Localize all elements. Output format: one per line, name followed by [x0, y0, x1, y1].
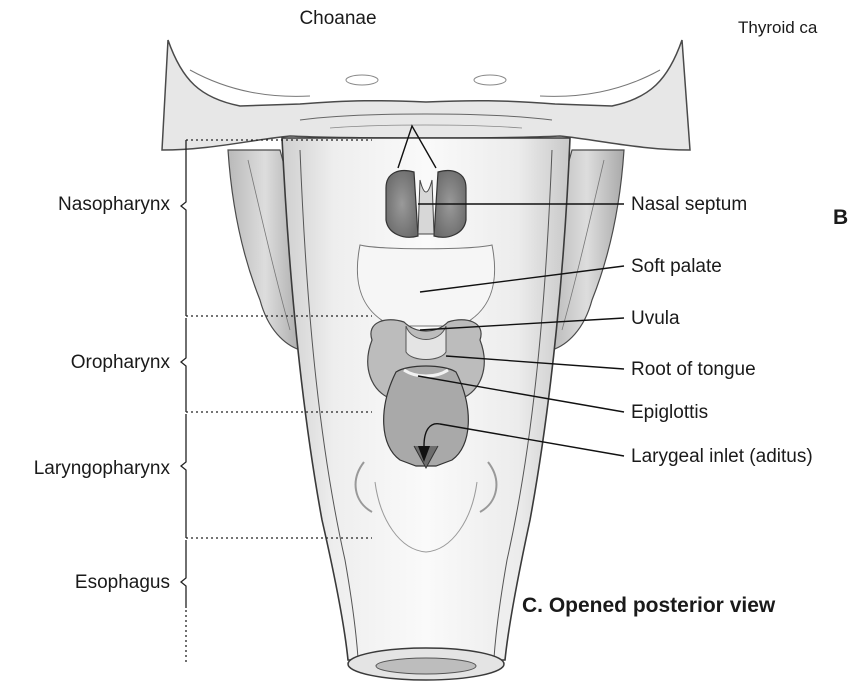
laryngeal-inlet-label: Larygeal inlet (aditus)	[631, 446, 813, 467]
epiglottis-label: Epiglottis	[631, 402, 708, 423]
panel-c-title: C. Opened posterior view	[522, 594, 776, 617]
thyroid-cut-label: Thyroid ca	[738, 18, 818, 37]
skull-base	[162, 40, 690, 150]
nasal-septum-label: Nasal septum	[631, 194, 747, 215]
root-of-tongue-label: Root of tongue	[631, 359, 756, 380]
esophagus-label: Esophagus	[75, 572, 170, 593]
esophagus-brace	[181, 540, 186, 608]
laryngopharynx-brace	[181, 414, 186, 538]
panel-b-label: B	[833, 206, 848, 229]
soft-palate-label: Soft palate	[631, 256, 722, 277]
laryngopharynx-label: Laryngopharynx	[34, 458, 171, 479]
choanae-label: Choanae	[299, 8, 376, 29]
nasopharynx-brace	[181, 140, 186, 316]
oropharynx-brace	[181, 318, 186, 412]
uvula-label: Uvula	[631, 308, 680, 329]
oropharynx-label: Oropharynx	[71, 352, 171, 373]
nasopharynx-label: Nasopharynx	[58, 194, 170, 215]
